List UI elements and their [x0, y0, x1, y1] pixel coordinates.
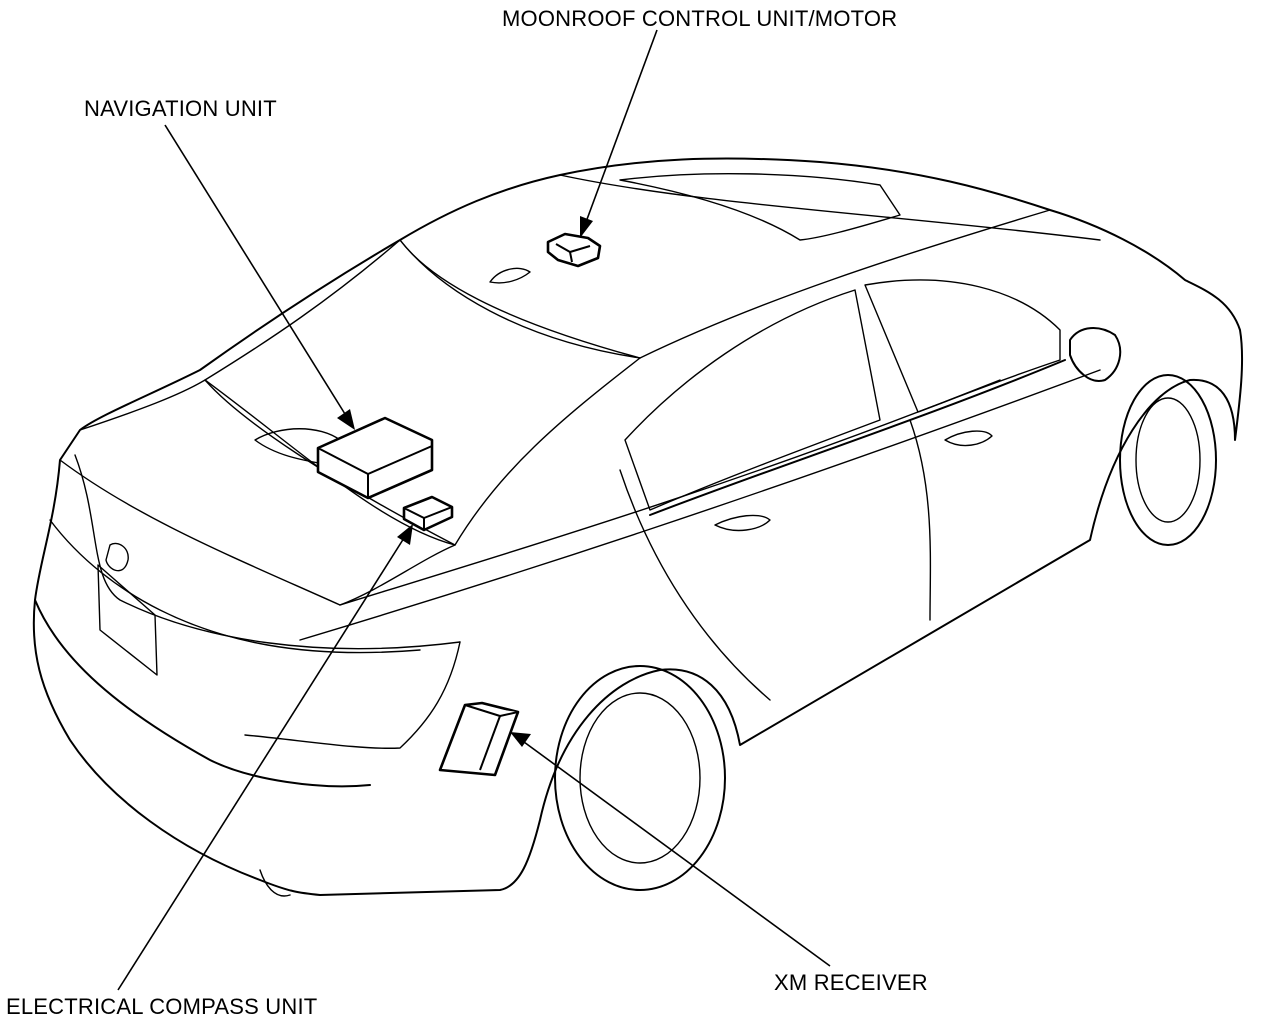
- moonroof-unit-shape: [546, 232, 602, 268]
- moonroof-control-unit-label: MOONROOF CONTROL UNIT/MOTOR: [502, 6, 898, 31]
- compass-unit-shape: [402, 495, 454, 532]
- xm-leader-line: [510, 732, 831, 967]
- xm-receiver-shape: [438, 701, 520, 777]
- navigation-unit-label: NAVIGATION UNIT: [84, 96, 277, 121]
- navigation-unit-shape: [316, 416, 434, 500]
- xm-receiver-label: XM RECEIVER: [774, 970, 928, 995]
- navigation-leader-line: [164, 124, 355, 430]
- car-body-outline: [32, 157, 1244, 897]
- moonroof-leader-line: [580, 29, 658, 238]
- electrical-compass-unit-label: ELECTRICAL COMPASS UNIT: [6, 994, 318, 1019]
- compass-leader-line: [117, 524, 413, 991]
